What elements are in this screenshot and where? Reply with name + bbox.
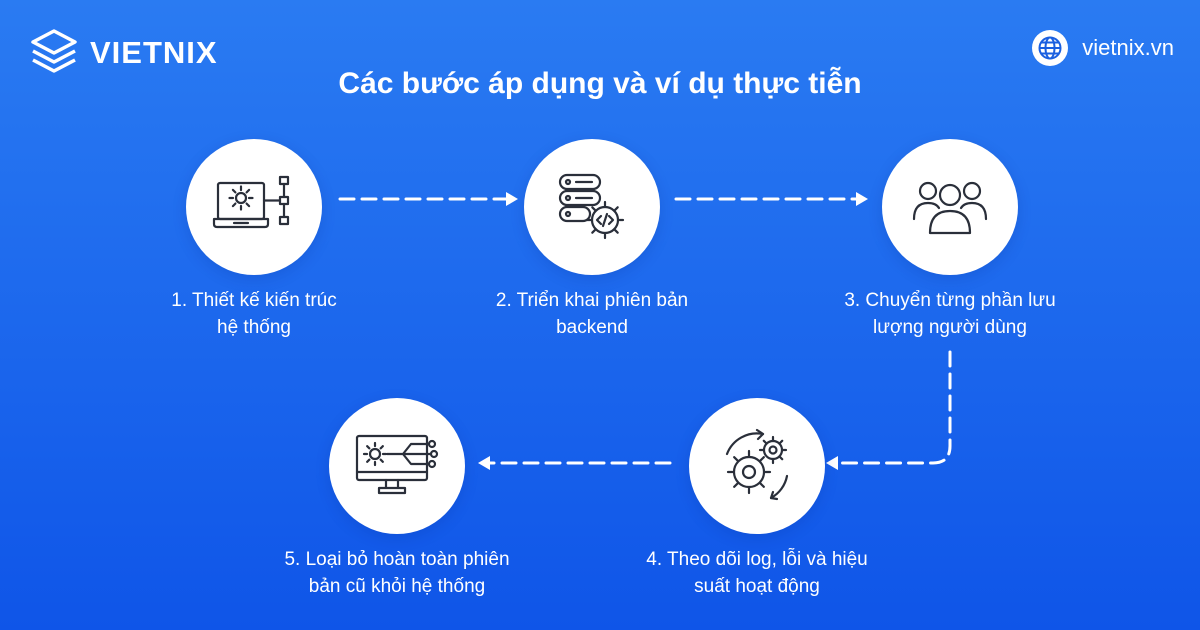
step-5: 5. Loại bỏ hoàn toàn phiên bản cũ khỏi h… [262,398,532,600]
step-5-label-line2: bản cũ khỏi hệ thống [308,576,486,597]
page-title: Các bước áp dụng và ví dụ thực tiễn [338,67,862,100]
step-3-circle [882,139,1018,275]
step-1-label: 1. Thiết kế kiến trúc hệ thống [119,287,389,341]
step-4-circle [689,398,825,534]
step-2-label-line1: 2. Triển khai phiên bản [495,290,689,311]
arrowhead-3-to-4 [826,456,838,470]
brand: VIETNIX [28,26,218,78]
step-5-label: 5. Loại bỏ hoàn toàn phiên bản cũ khỏi h… [262,546,532,600]
step-3-label: 3. Chuyển từng phần lưu lượng người dùng [815,287,1085,341]
stacked-layers-logo-icon [31,29,77,73]
step-1: 1. Thiết kế kiến trúc hệ thống [119,139,389,341]
step-5-label-line1: 5. Loại bỏ hoàn toàn phiên [284,549,510,570]
site-url[interactable]: vietnix.vn [1082,35,1174,60]
step-4: 4. Theo dõi log, lỗi và hiệu suất hoạt đ… [622,398,892,600]
step-3: 3. Chuyển từng phần lưu lượng người dùng [815,139,1085,341]
step-4-label-line2: suất hoạt động [694,576,820,597]
site-link[interactable]: vietnix.vn [1032,30,1174,66]
arrowhead-2-to-3 [856,192,868,206]
step-2: 2. Triển khai phiên bản backend [457,139,727,341]
gears-cycle-icon [725,428,789,501]
brand-name: VIETNIX [90,34,218,70]
step-1-label-line1: 1. Thiết kế kiến trúc [171,290,337,311]
users-group-icon [912,181,988,235]
step-3-label-line2: lượng người dùng [873,317,1027,338]
architecture-design-icon [212,175,290,229]
step-2-circle [524,139,660,275]
step-2-label-line2: backend [556,317,628,338]
step-4-label-line1: 4. Theo dõi log, lỗi và hiệu [646,549,868,570]
arrowhead-4-to-5 [478,456,490,470]
arrow-3-to-4 [836,350,952,465]
step-1-circle [186,139,322,275]
step-3-label-line1: 3. Chuyển từng phần lưu [844,290,1056,311]
globe-icon [1032,30,1069,66]
monitor-network-icon [355,434,439,495]
step-5-circle [329,398,465,534]
arrowhead-1-to-2 [506,192,518,206]
server-code-gear-icon [558,173,625,240]
step-2-label: 2. Triển khai phiên bản backend [457,287,727,341]
step-1-label-line2: hệ thống [217,317,291,338]
step-4-label: 4. Theo dõi log, lỗi và hiệu suất hoạt đ… [622,546,892,600]
